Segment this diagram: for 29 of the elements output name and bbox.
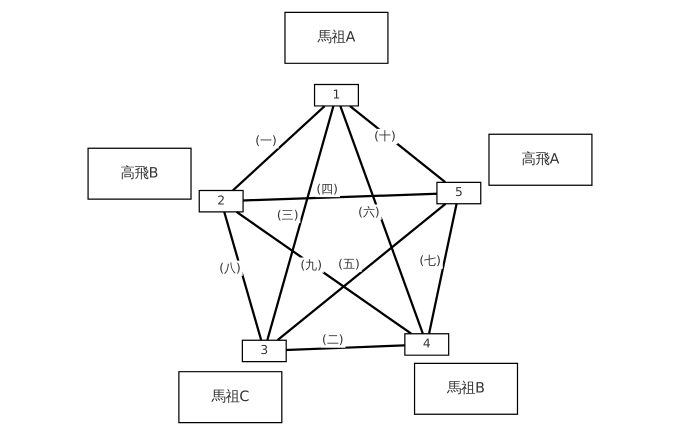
connector xyxy=(232,105,326,192)
edge-label: (一) xyxy=(255,133,277,148)
edge-label: (二) xyxy=(322,332,344,347)
edge-label: (三) xyxy=(276,208,298,222)
edge-label: (十) xyxy=(374,129,396,144)
edge-label: (九) xyxy=(300,258,322,272)
node-box: 3 xyxy=(242,340,287,362)
node-box: 馬祖A xyxy=(284,12,389,64)
node-box: 5 xyxy=(436,182,482,204)
edge-label: (六) xyxy=(358,204,380,219)
connector xyxy=(266,106,334,340)
node-box: 2 xyxy=(198,190,244,213)
edge-label: (五) xyxy=(338,256,360,271)
connector xyxy=(286,344,405,352)
node-box: 馬祖C xyxy=(178,371,282,424)
node-box: 4 xyxy=(404,333,450,356)
edge-label: (八) xyxy=(219,260,241,275)
edge-label: (七) xyxy=(419,254,441,268)
connector xyxy=(223,212,262,340)
connector xyxy=(243,192,437,202)
edge-label: (四) xyxy=(316,182,338,196)
node-box: 馬祖B xyxy=(414,362,518,415)
node-box: 高飛A xyxy=(488,134,593,186)
node-box: 高飛B xyxy=(87,148,192,200)
connector xyxy=(428,204,458,334)
node-box: 1 xyxy=(314,84,359,107)
connector xyxy=(236,211,412,334)
connector xyxy=(339,106,424,334)
connector xyxy=(349,105,446,184)
